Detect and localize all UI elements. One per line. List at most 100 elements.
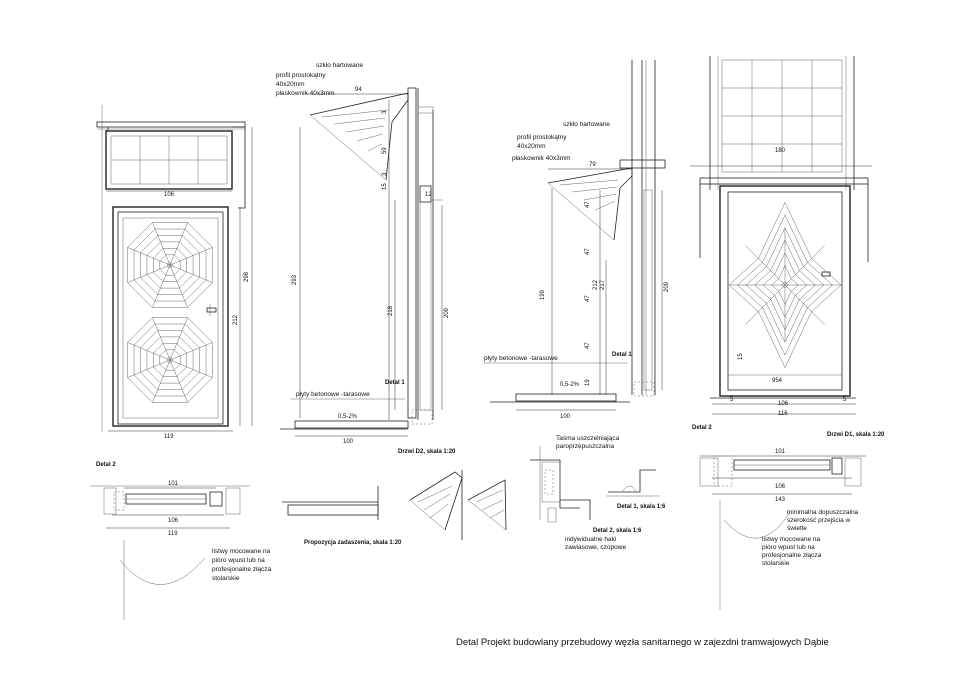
note-line: listwy mocowane na	[762, 536, 821, 543]
ornament-panel-bottom	[127, 317, 213, 403]
dim-label: 79	[589, 162, 596, 168]
dim-label: 106	[164, 192, 175, 198]
ornament-ray	[784, 284, 825, 325]
ornament-ray	[745, 245, 786, 286]
ornament-ray	[127, 264, 171, 283]
dim-label: 5	[843, 397, 847, 403]
note-line: pióro wpust lub na	[762, 544, 815, 551]
dim-label: 180	[775, 148, 786, 154]
dim-label: 293	[292, 274, 298, 285]
sheet-title: Detal Projekt budowlany przebudowy węzła…	[456, 637, 829, 648]
label-flat-bar: płaskownik 40x3mm	[512, 155, 571, 162]
detail-callout: Detal 1	[612, 352, 632, 358]
note-line: minimalna dopuszczalna	[787, 509, 859, 516]
dim-label: 15	[382, 183, 388, 190]
ornament-ring	[745, 227, 825, 343]
note-line: profesjonalne złącza	[762, 552, 822, 559]
dim-label: 106	[778, 401, 789, 407]
dim-label: 3	[382, 172, 388, 176]
detail-1-small: Taśma uszczelniająca paroprzepuszczalna …	[530, 435, 666, 551]
dim-label: 12	[425, 192, 432, 198]
dim-label: 199	[540, 289, 546, 300]
dim-label: 209	[664, 281, 670, 292]
ornament-ring	[737, 214, 833, 356]
ornament-center	[782, 282, 788, 288]
ornament-ray	[745, 284, 786, 325]
note-line: zawiasowe, czopowe	[565, 544, 626, 551]
detail-2-left: Detal 2 101 106 119 listwy mocowane na p…	[90, 462, 272, 620]
ornament-ray	[169, 359, 188, 403]
dim-label: 119	[168, 531, 178, 537]
dim-label: 47	[585, 342, 591, 349]
ornament-ray	[169, 317, 188, 361]
ornament-panel-top	[127, 222, 213, 308]
label-glass: szkło hartowane	[316, 62, 363, 69]
ornament-ray	[169, 342, 213, 361]
dim-label: 106	[168, 518, 179, 524]
note-line: stolarskie	[762, 560, 790, 567]
ornament-ray	[127, 247, 171, 266]
dim-label: 298	[244, 271, 250, 282]
section-d1: szkło hartowane profil prostokątny 40x20…	[484, 60, 670, 420]
dim-label: 101	[168, 481, 179, 487]
dim-label: 100	[560, 414, 571, 420]
label-flat-bar: płaskownik 40x3mm	[276, 90, 335, 97]
dim-label: 94	[355, 87, 362, 93]
ornament-ray	[127, 359, 171, 378]
slope-label: 0,5-2%	[338, 414, 358, 420]
label-slabs: płyty betonowe -tarasowe	[484, 355, 558, 362]
drawing-caption: Drzwi D2, skala 1:20	[398, 449, 456, 455]
detail-callout: Detal 2	[692, 425, 712, 431]
label-profile-size: 40x20mm	[517, 143, 546, 150]
drawing-caption: Drzwi D1, skala 1:20	[827, 432, 885, 438]
dim-label: 47	[585, 201, 591, 208]
dim-label: 116	[778, 411, 788, 417]
dim-label: 47	[585, 248, 591, 255]
ornament-ray	[152, 222, 171, 266]
ornament-ray	[152, 264, 171, 308]
dim-label: 119	[164, 434, 174, 440]
ornament-ray	[784, 245, 825, 286]
ornament-center	[167, 262, 173, 268]
note-line: profesjonalne złącza	[212, 566, 272, 573]
slope-label: 0,5-2%	[560, 382, 580, 388]
dim-label: 15	[738, 353, 744, 360]
dim-label: 3	[382, 110, 388, 114]
detail-callout: Detal 1	[385, 380, 405, 386]
label-slabs: płyty betonowe -tarasowe	[296, 391, 370, 398]
ornament-ray	[127, 342, 171, 361]
note-line: szerokość przejścia w	[787, 517, 851, 524]
ornament-ray	[169, 264, 188, 308]
ornament-ray	[169, 222, 188, 266]
section-d2: szkło hartowane profil prostokątny 40x20…	[276, 62, 456, 455]
label-profile-size: 40x20mm	[276, 81, 305, 88]
dim-label: 47	[585, 295, 591, 302]
dim-label: 106	[775, 484, 786, 490]
dim-label: 212	[593, 279, 599, 290]
note-line: indywidualne haki	[565, 536, 616, 543]
door-d2-elevation: 106 298 212 119	[96, 105, 253, 440]
ornament-ring	[728, 201, 842, 369]
label-profile: profil prostokątny	[517, 134, 567, 141]
dim-label: 143	[775, 497, 786, 503]
ornament-ray	[169, 264, 213, 283]
detail-title: Detal 2	[96, 462, 116, 468]
ornament-ray	[152, 359, 171, 403]
ornament-ray	[169, 247, 213, 266]
ornament-ray	[152, 317, 171, 361]
ornament-ray	[169, 359, 213, 378]
detail-2-right: 101 106 143 minimalna dopuszczalna szero…	[699, 449, 866, 610]
dim-label: 101	[775, 449, 786, 455]
dim-label: 217	[600, 279, 606, 290]
note-line: listwy mocowane na	[212, 548, 271, 555]
note-line: stolarskie	[212, 575, 240, 582]
note-line: pióro wpust lub na	[212, 557, 265, 564]
dim-label: 100	[343, 439, 354, 445]
dim-label: 209	[444, 307, 450, 318]
drawing-caption: Detal 2, skala 1:6	[593, 528, 642, 534]
door-d1-elevation: 180 954 15 5 106 5 116 Detal 2 Drzwi D1,…	[690, 56, 885, 438]
dim-label: 218	[388, 305, 394, 316]
label-profile: profil prostokątny	[276, 72, 326, 79]
note-line: paroprzepuszczalna	[556, 443, 615, 450]
